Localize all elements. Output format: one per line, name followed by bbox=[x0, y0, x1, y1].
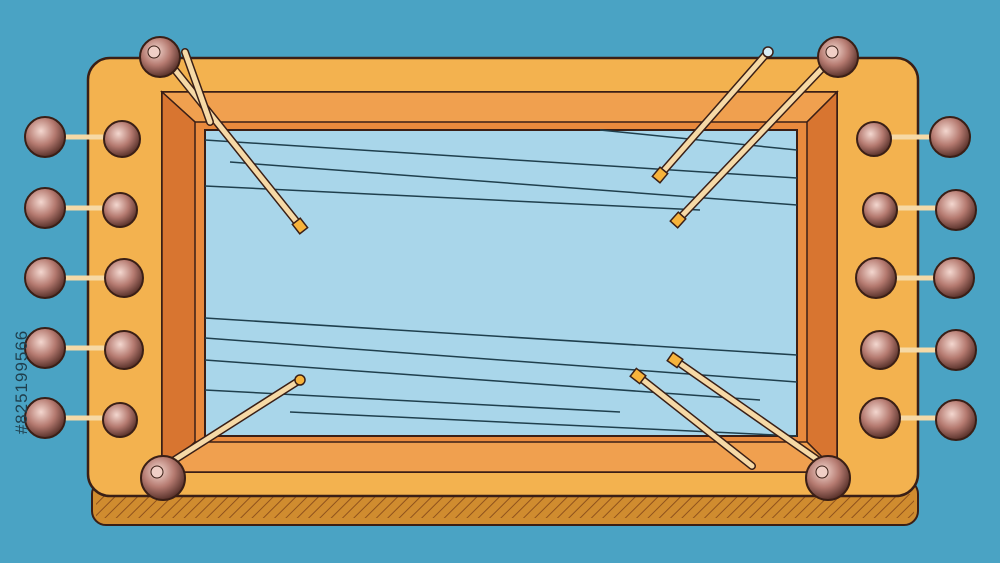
peg-knob-icon bbox=[102, 402, 138, 438]
stick-icon bbox=[171, 66, 309, 235]
peg-knob-icon bbox=[855, 257, 897, 299]
peg-knob-icon bbox=[104, 258, 144, 298]
peg-row bbox=[862, 189, 977, 231]
peg-knob-icon bbox=[860, 330, 900, 370]
stick-icon bbox=[651, 46, 774, 184]
stick-icon bbox=[669, 54, 836, 229]
peg-knob-icon bbox=[817, 36, 859, 78]
right-pegs bbox=[855, 116, 977, 441]
peg-knob-icon bbox=[856, 121, 892, 157]
corner-knobs bbox=[139, 36, 859, 501]
left-pegs bbox=[24, 116, 144, 439]
peg-knob-icon bbox=[24, 187, 66, 229]
peg-knob-icon bbox=[140, 455, 186, 501]
glass-pane-icon bbox=[204, 129, 798, 437]
peg-knob-icon bbox=[805, 455, 851, 501]
stick-icon bbox=[181, 48, 214, 126]
peg-knob-icon bbox=[139, 36, 181, 78]
peg-row bbox=[855, 257, 975, 299]
peg-row bbox=[24, 397, 138, 439]
peg-row bbox=[24, 116, 141, 158]
peg-knob-icon bbox=[102, 192, 138, 228]
peg-row bbox=[860, 329, 977, 371]
peg-knob-icon bbox=[862, 192, 898, 228]
peg-row bbox=[24, 257, 144, 299]
peg-knob-icon bbox=[24, 257, 66, 299]
sticks bbox=[161, 46, 836, 470]
peg-knob-icon bbox=[103, 120, 141, 158]
stock-id-label: #825199566 bbox=[12, 329, 31, 435]
peg-knob-icon bbox=[24, 397, 66, 439]
peg-knob-icon bbox=[935, 329, 977, 371]
stick-icon bbox=[666, 351, 829, 469]
stick-icon bbox=[161, 374, 306, 470]
peg-knob-icon bbox=[24, 327, 66, 369]
peg-knob-icon bbox=[933, 257, 975, 299]
peg-knob-icon bbox=[935, 399, 977, 441]
peg-row bbox=[24, 327, 144, 370]
peg-knob-icon bbox=[859, 397, 901, 439]
peg-row bbox=[856, 116, 971, 158]
peg-knob-icon bbox=[935, 189, 977, 231]
stick-icon bbox=[629, 367, 756, 470]
peg-knob-icon bbox=[104, 330, 144, 370]
peg-knob-icon bbox=[929, 116, 971, 158]
peg-row bbox=[859, 397, 977, 441]
peg-knob-icon bbox=[24, 116, 66, 158]
peg-row bbox=[24, 187, 138, 229]
